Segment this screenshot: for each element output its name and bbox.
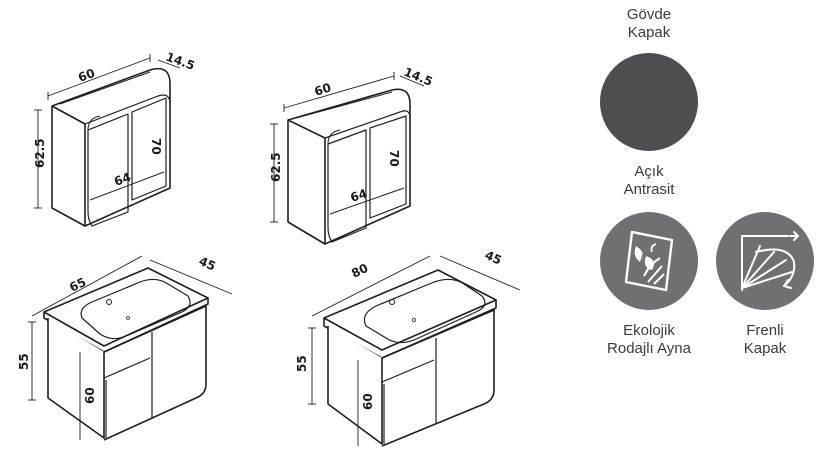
vanity-2-door-height: 60 (361, 393, 375, 410)
color-swatch (600, 53, 698, 151)
body-label: Gövde (626, 6, 672, 23)
vanity-1-width: 65 (67, 275, 88, 295)
vanity-unit-2 (323, 269, 497, 447)
vanity-1-depth: 45 (197, 254, 218, 274)
cabinet-1-inner-height: 70 (149, 138, 163, 155)
cabinet-2-width: 60 (313, 80, 333, 98)
dimension-lines-vanity-1 (28, 255, 233, 440)
mirror-cabinet-2 (287, 88, 411, 245)
dimension-lines-vanity-2 (308, 255, 521, 446)
feature-eco-mirror-label: Ekolojik Rodajlı Ayna (584, 322, 714, 358)
cabinet-2-inner-height: 70 (387, 150, 401, 167)
cabinet-2-height: 62.5 (269, 152, 283, 182)
soft-close-label-line-1: Frenli (746, 322, 784, 339)
color-name-line-1: Açık (634, 163, 664, 180)
color-name: Açık Antrasit (594, 163, 704, 199)
vanity-2-width: 80 (349, 261, 370, 281)
eco-mirror-icon (600, 212, 698, 310)
mirror-cabinet-1 (51, 67, 171, 227)
feature-soft-close-label: Frenli Kapak (714, 322, 816, 358)
cabinet-1-inner-width: 64 (112, 170, 132, 189)
dimension-lines-cabinet-1 (34, 54, 181, 209)
cabinet-1-width: 60 (76, 66, 96, 85)
eco-mirror-label-line-2: Rodajlı Ayna (607, 340, 691, 357)
vanity-2-depth: 45 (483, 248, 504, 268)
cabinet-1-height: 62.5 (33, 138, 47, 168)
color-name-line-2: Antrasit (623, 181, 675, 198)
vanity-1-height: 55 (17, 353, 31, 370)
eco-mirror-label-line-1: Ekolojik (623, 322, 675, 339)
cabinet-2-inner-width: 64 (349, 186, 369, 204)
soft-close-door-icon (716, 212, 814, 310)
cabinet-1-depth: 14.5 (164, 50, 197, 73)
body-door-title: Gövde Kapak (594, 6, 704, 42)
cabinet-2-depth: 14.5 (402, 65, 435, 89)
door-label: Kapak (627, 24, 671, 41)
vanity-1-door-height: 60 (83, 387, 97, 404)
soft-close-label-line-2: Kapak (743, 340, 787, 357)
vanity-2-height: 55 (295, 355, 309, 372)
dimension-lines-cabinet-2 (270, 72, 425, 223)
vanity-unit-1 (43, 267, 209, 441)
